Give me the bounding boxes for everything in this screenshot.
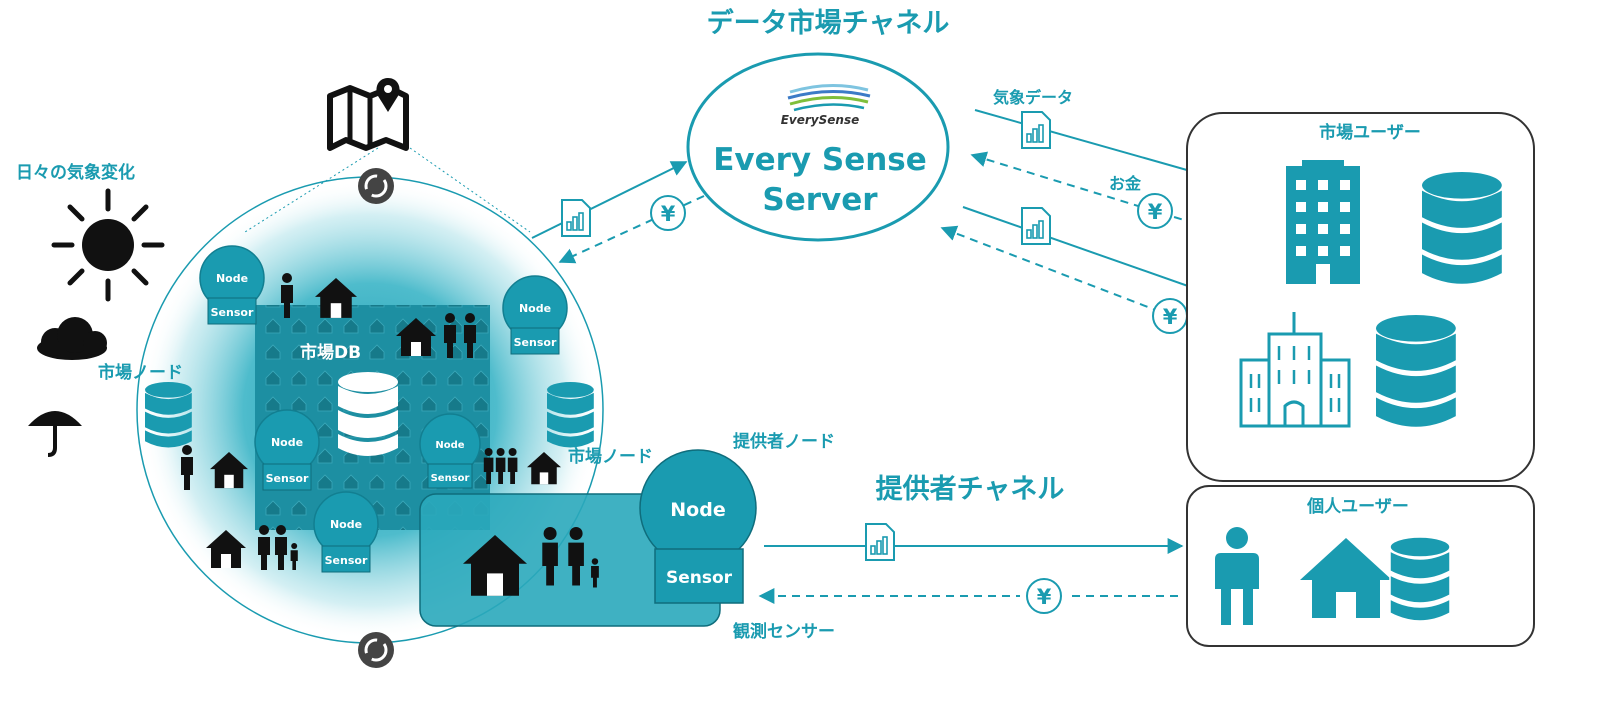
sensor-label: Sensor: [325, 554, 368, 567]
node-label: Node: [330, 518, 362, 531]
yen-coin-icon: ¥: [1152, 298, 1188, 334]
yen-coin-icon: ¥: [1137, 193, 1173, 229]
market-node-label-left: 市場ノード: [98, 362, 183, 383]
yen-symbol: ¥: [1148, 200, 1163, 224]
sensor-label: Sensor: [431, 473, 470, 484]
node-sensor: Node Sensor: [254, 409, 320, 491]
city-building-icon: [1239, 312, 1351, 428]
server-name-line1: Every Sense: [713, 142, 927, 178]
node-label: Node: [271, 436, 303, 449]
umbrella-icon: [28, 411, 82, 457]
yen-coin-icon: ¥: [650, 195, 686, 231]
node-sensor: Node Sensor: [199, 245, 265, 325]
provider-node-sensor: Node Sensor: [639, 449, 757, 604]
sync-icon[interactable]: [358, 632, 394, 668]
yen-coin-icon: ¥: [1026, 578, 1062, 614]
node-sensor: Node Sensor: [313, 491, 379, 573]
node-label: Node: [216, 272, 248, 285]
yen-symbol: ¥: [1163, 305, 1178, 329]
market-channel-title: データ市場チャネル: [707, 7, 950, 39]
person-icon: [1215, 527, 1259, 625]
sun-icon: [51, 188, 165, 302]
document-chart-icon: [865, 523, 895, 561]
provider-node-label: 提供者ノード: [733, 431, 835, 452]
weather-data-label: 気象データ: [993, 88, 1073, 107]
market-db-label: 市場DB: [300, 342, 361, 363]
server-ellipse: [686, 52, 950, 242]
money-label: お金: [1109, 174, 1142, 193]
cloud-icon: [37, 317, 107, 360]
house-icon: [1300, 538, 1392, 618]
yen-symbol: ¥: [661, 202, 676, 226]
node-label: Node: [435, 440, 464, 451]
market-users-box: [1186, 112, 1535, 482]
provider-node-text: Node: [670, 499, 725, 521]
server-logo-text: EverySense: [781, 113, 860, 127]
sensor-label: Sensor: [514, 336, 557, 349]
node-label: Node: [519, 302, 551, 315]
provider-channel-title: 提供者チャネル: [876, 474, 1065, 505]
money-arrow-to-market: [558, 195, 705, 264]
document-chart-icon: [1021, 207, 1051, 245]
database-icon: [1389, 536, 1451, 622]
node-sensor: Node Sensor: [502, 275, 568, 355]
node-sensor: Node Sensor: [419, 413, 481, 489]
money-arrow-to-server: [970, 151, 1263, 245]
yen-symbol: ¥: [1037, 585, 1052, 609]
sync-icon[interactable]: [358, 168, 394, 204]
map-pin-icon: [327, 78, 409, 151]
sensor-label: Sensor: [211, 306, 254, 319]
market-node-label-bottom: 市場ノード: [568, 446, 653, 467]
document-chart-icon: [1021, 111, 1051, 149]
data-arrow-to-server: [531, 161, 688, 239]
office-building-icon: [1286, 160, 1360, 284]
weather-label: 日々の気象変化: [16, 162, 135, 183]
document-chart-icon: [561, 199, 591, 237]
sensor-caption: 観測センサー: [733, 621, 835, 642]
sensor-label: Sensor: [266, 472, 309, 485]
market-users-title: 市場ユーザー: [1319, 122, 1421, 143]
everysense-logo-icon: EverySense: [781, 83, 871, 127]
family-icon: [483, 448, 518, 484]
provider-sensor-text: Sensor: [666, 568, 733, 588]
server-name-line2: Server: [762, 182, 878, 218]
personal-users-title: 個人ユーザー: [1306, 496, 1409, 517]
